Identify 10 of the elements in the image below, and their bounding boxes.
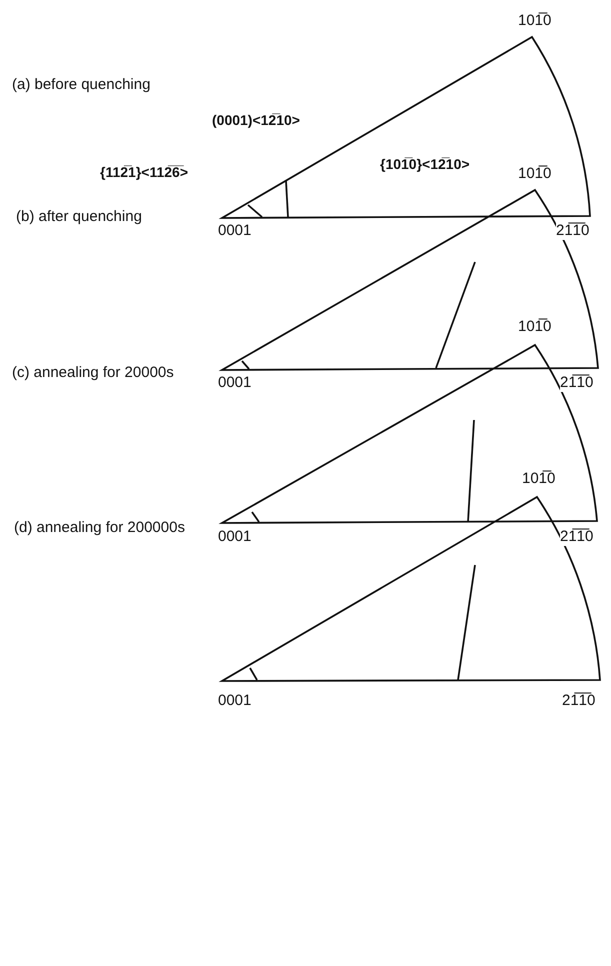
pole-label: 21̅1̅0 — [560, 374, 594, 392]
panel-caption: (d) annealing for 200000s — [14, 519, 185, 537]
region-label: {112̅1}<112̅6̅> — [100, 164, 188, 181]
pole-label: 21̅1̅0 — [560, 528, 594, 546]
panel-caption: (b) after quenching — [16, 208, 142, 226]
region-label: {101̅0}<12̅10> — [380, 156, 470, 173]
region-label: (0001)<12̅10> — [212, 112, 300, 129]
panel-caption: (c) annealing for 20000s — [12, 364, 174, 382]
pole-label: 21̅1̅0 — [556, 222, 590, 240]
panel-caption: (a) before quenching — [12, 76, 150, 94]
